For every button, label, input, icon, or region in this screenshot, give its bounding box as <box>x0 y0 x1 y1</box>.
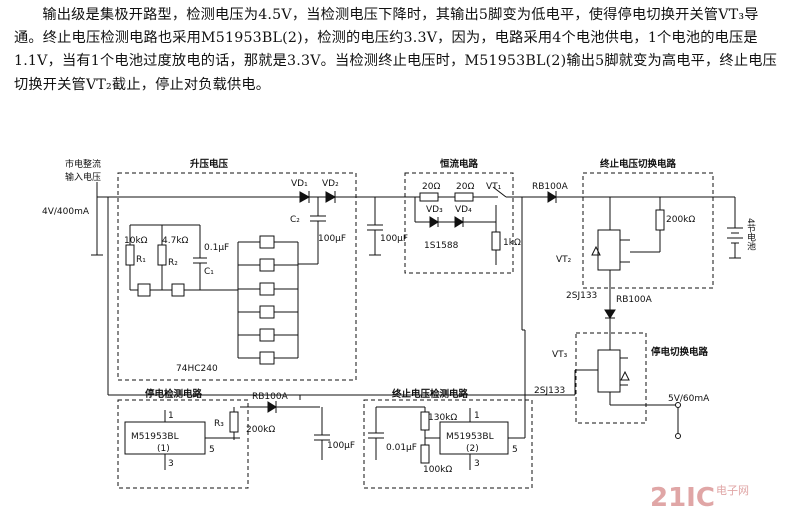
r-130k-label: 130kΩ <box>428 413 457 423</box>
sj133-b-label: 2SJ133 <box>534 386 565 396</box>
c2-capacitor <box>310 197 326 264</box>
vd3-vd4-diodes <box>414 197 501 265</box>
c-01uf-label: 0.1μF <box>204 243 229 253</box>
outage-detect-title: 停电检测电路 <box>145 388 203 400</box>
r-1k-label: 1kΩ <box>503 238 521 248</box>
input-voltage-label: 输入电压 <box>65 171 101 183</box>
pin1b-label: 1 <box>474 411 480 421</box>
rb100a-1-label: RB100A <box>532 182 569 192</box>
battery-symbol <box>727 197 743 259</box>
boost-block-title: 升压电压 <box>190 158 229 170</box>
rb100a-diode-2 <box>604 309 616 350</box>
outage-switch-block <box>575 332 647 424</box>
battery-label: 4节电池 <box>745 218 756 251</box>
r3-label: R₃ <box>214 419 224 429</box>
cc-block-title: 恒流电路 <box>440 158 479 170</box>
main-wires <box>91 182 735 408</box>
pin1a-label: 1 <box>168 411 174 421</box>
boost-block <box>117 172 357 381</box>
c-100uf-a-label: 100μF <box>318 234 346 244</box>
vd1-label: VD₁ <box>291 179 308 189</box>
block-outlines <box>117 172 714 489</box>
r-100k <box>420 444 430 464</box>
c1-label: C₁ <box>204 267 214 277</box>
r-200k-a-label: 200kΩ <box>666 215 695 225</box>
pin5a-label: 5 <box>209 445 215 455</box>
c-100uf-b <box>314 407 330 460</box>
description-paragraph: 输出级是集极开路型，检测电压为4.5V，当检测电压下降时，其输出5脚变为低电平，… <box>14 4 778 97</box>
r2-label: R₂ <box>168 258 178 268</box>
c1-capacitor <box>193 225 207 290</box>
vt2-transistor <box>591 197 630 310</box>
sj133-a-label: 2SJ133 <box>566 291 597 301</box>
c-100uf-main <box>367 197 383 256</box>
watermark-logo: 21IC <box>650 483 715 513</box>
vt3-transistor <box>574 349 678 406</box>
cc-resistors <box>419 192 485 202</box>
output-terminals <box>675 402 681 439</box>
c-001uf <box>368 407 384 460</box>
vd2-diode <box>325 191 337 203</box>
ic-m2-num: (2) <box>466 444 479 454</box>
ic-m1-name: M51953BL <box>131 432 179 442</box>
c-100uf-b-label: 100μF <box>327 441 355 451</box>
outage-detect-block <box>117 399 249 489</box>
vd2-label: VD₂ <box>322 179 339 189</box>
r-47k-label: 4.7kΩ <box>162 236 189 246</box>
paragraph-text: 输出级是集极开路型，检测电压为4.5V，当检测电压下降时，其输出5脚变为低电平，… <box>14 7 777 93</box>
r-20a-label: 20Ω <box>422 182 440 192</box>
cutoff-detect-block <box>363 399 533 489</box>
pin5b-label: 5 <box>512 445 518 455</box>
ic-m1-num: (1) <box>157 444 170 454</box>
r-20b-label: 20Ω <box>456 182 474 192</box>
r-200k-a <box>630 197 665 253</box>
cutoff-switch-title: 终止电压切换电路 <box>599 158 677 170</box>
r3-resistor <box>229 407 239 440</box>
input-spec-label: 4V/400mA <box>42 207 90 217</box>
pin3a-label: 3 <box>168 459 174 469</box>
rb100a-diode-3 <box>267 401 277 413</box>
vt1-label: VT₁ <box>486 182 502 192</box>
r-200k-b-label: 200kΩ <box>246 425 275 435</box>
output-spec-label: 5V/60mA <box>668 394 710 404</box>
cc-block <box>404 172 514 274</box>
r-10k-label: 10kΩ <box>124 236 148 246</box>
cutoff-switch-block <box>582 172 714 289</box>
vt2-label: VT₂ <box>556 255 572 265</box>
pin3b-label: 3 <box>474 459 480 469</box>
mains-rect-label: 市电整流 <box>65 158 101 170</box>
rb100a-diode-1 <box>547 191 557 203</box>
vd3-label: VD₃ <box>426 205 443 215</box>
r-100k-label: 100kΩ <box>423 465 452 475</box>
outage-switch-title: 停电切换电路 <box>651 346 709 358</box>
vt3-label: VT₃ <box>552 350 568 360</box>
rb100a-3-label: RB100A <box>252 392 289 402</box>
ic-1s1588-label: 1S1588 <box>424 241 459 251</box>
r1-resistor <box>125 225 135 290</box>
rb100a-2-label: RB100A <box>616 295 653 305</box>
ic-74hc240-label: 74HC240 <box>176 364 218 374</box>
vd4-label: VD₄ <box>455 205 472 215</box>
ic-m2-name: M51953BL <box>446 432 494 442</box>
vt1-transistor <box>485 186 507 198</box>
c2-label: C₂ <box>290 215 300 225</box>
cutoff-detect-title: 终止电压检测电路 <box>391 388 469 400</box>
r2-resistor <box>157 225 167 290</box>
vd1-diode <box>299 191 311 203</box>
watermark-sub: 电子网 <box>716 484 749 497</box>
r1-label: R₁ <box>136 255 146 265</box>
c-100uf-main-label: 100μF <box>380 234 408 244</box>
c-001uf-label: 0.01μF <box>386 443 417 453</box>
